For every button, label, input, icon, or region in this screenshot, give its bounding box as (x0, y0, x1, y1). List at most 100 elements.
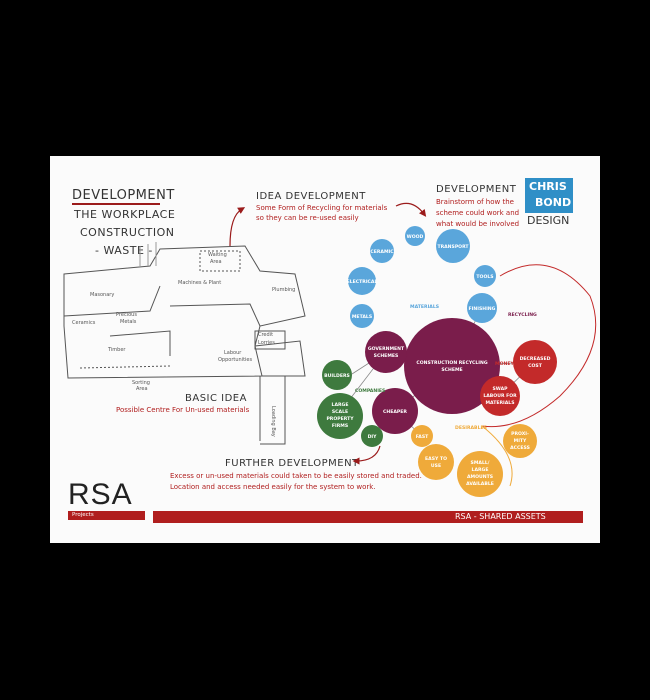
fp-sorting-area: Area (136, 386, 148, 392)
arrow-to-idea (229, 207, 246, 247)
label-swap-2: LABOUR FOR (483, 393, 517, 399)
label-small-1: SMALL/ (471, 460, 490, 466)
fast-bubble (411, 425, 433, 447)
label-government-1: GOVERNMENT (368, 346, 405, 352)
rsa-logo: RSA (68, 478, 133, 511)
label-small-4: AVAILABLE (466, 481, 494, 487)
label-diy: DIY (368, 434, 378, 440)
label-electrical: ELECTRICAL (347, 279, 378, 285)
fp-labour: Labour (224, 350, 242, 356)
label-swap-1: SWAP (492, 386, 508, 392)
proximity-bubble (503, 424, 537, 458)
label-wood: WOOD (407, 234, 424, 240)
label-small-2: LARGE (472, 467, 489, 473)
label-decreased-1: DECREASED (520, 356, 551, 362)
basic-idea-title: BASIC IDEA (185, 393, 247, 404)
decreased-cost-bubble (513, 340, 557, 384)
further-text-1: Excess or un-used materials could taken … (170, 472, 422, 480)
label-center-1: CONSTRUCTION RECYCLING (416, 360, 487, 366)
swap-bubble (480, 376, 520, 416)
development-text-2: scheme could work and (436, 209, 520, 217)
label-easy-2: USE (431, 463, 441, 469)
center-bubble (404, 318, 500, 414)
label-large-1: LARGE (332, 402, 349, 408)
label-center-2: SCHEME (441, 367, 462, 373)
title-construction: CONSTRUCTION (80, 226, 175, 239)
cat-companies: COMPANIES (355, 388, 385, 394)
fp-area: Area (210, 259, 222, 265)
label-large-3: PROPERTY (326, 416, 354, 422)
presentation-sheet: DEVELOPMENT THE WORKPLACE CONSTRUCTION -… (50, 156, 600, 543)
label-large-4: FIRMS (332, 423, 348, 429)
floor-plan-labels: Masonary Machines & Plant Plumbing Ceram… (72, 252, 295, 437)
development-text-3: what would be involved (436, 220, 520, 228)
further-text-2: Location and access needed easily for th… (170, 483, 376, 491)
cat-money: MONEY (495, 361, 514, 367)
bubble-labels: METALS ELECTRICAL CERAMIC WOOD TRANSPORT… (324, 234, 550, 487)
idea-text-2: so they can be re-used easily (256, 214, 359, 222)
diy-bubble (361, 425, 383, 447)
logo-line-1: CHRIS (529, 180, 567, 193)
label-tools: TOOLS (476, 274, 493, 280)
builders-bubble (322, 360, 352, 390)
fp-metals: Metals (120, 319, 137, 325)
cat-recycling: RECYCLING (508, 312, 537, 318)
chris-bond-logo: CHRIS BOND DESIGN (525, 178, 573, 228)
title-workplace: THE WORKPLACE (74, 208, 176, 221)
fp-sorting: Sorting (132, 380, 150, 386)
fp-machines: Machines & Plant (178, 280, 221, 286)
cheaper-bubble (372, 388, 418, 434)
development-text-1: Brainstorm of how the (436, 198, 514, 206)
fp-masonry: Masonary (90, 292, 114, 298)
floor-plan (63, 242, 306, 445)
label-government-2: SCHEMES (374, 353, 399, 359)
arrow-to-further (352, 445, 381, 465)
idea-title: IDEA DEVELOPMENT (256, 191, 366, 202)
label-transport: TRANSPORT (437, 244, 469, 250)
fp-timber: Timber (107, 347, 126, 353)
label-finishing: FINISHING (469, 306, 496, 312)
fp-credit: Credit (258, 332, 273, 338)
label-metals: METALS (352, 314, 372, 320)
logo-line-2: BOND (535, 196, 572, 209)
rsa-logo-sub: Projects (72, 512, 94, 518)
basic-idea-text: Possible Centre For Un-used materials (116, 406, 250, 414)
idea-text-1: Some Form of Recycling for materials (256, 204, 388, 212)
arrow-to-development (395, 202, 427, 217)
further-title: FURTHER DEVELOPMENT (225, 458, 359, 469)
label-proximity-1: PROXI- (511, 431, 529, 437)
blue-bubbles (348, 226, 497, 328)
fp-loading: Loading Bay (270, 406, 276, 437)
fp-plumbing: Plumbing (272, 287, 295, 293)
label-ceramic: CERAMIC (370, 249, 394, 255)
large-firms-bubble (317, 393, 363, 439)
fp-ceramics: Ceramics (72, 320, 96, 326)
logo-line-3: DESIGN (527, 214, 570, 227)
label-swap-3: MATERIALS (485, 400, 514, 406)
fp-lorries: Lorries (258, 340, 275, 346)
development-title: DEVELOPMENT (436, 184, 517, 195)
label-decreased-2: COST (528, 363, 543, 369)
title-waste: - WASTE - (95, 244, 153, 257)
label-proximity-3: ACCESS (510, 445, 530, 451)
label-large-2: SCALE (332, 409, 348, 415)
footer-bar (153, 511, 583, 523)
label-cheaper: CHEAPER (383, 409, 407, 415)
fp-opportunities: Opportunities (218, 357, 253, 363)
cat-materials: MATERIALS (410, 304, 439, 310)
diagram-canvas: Masonary Machines & Plant Plumbing Ceram… (63, 202, 597, 497)
fp-waiting: Waiting (208, 252, 227, 258)
label-builders: BUILDERS (324, 373, 350, 379)
government-bubble (365, 331, 407, 373)
label-fast: FAST (416, 434, 429, 440)
title-underline (72, 203, 160, 205)
easy-bubble (418, 444, 454, 480)
small-large-bubble (457, 451, 503, 497)
fp-precious: Precious (116, 312, 137, 318)
label-small-3: AMOUNTS (467, 474, 493, 480)
label-easy-1: EASY TO (425, 456, 447, 462)
rsa-logo-bar (68, 511, 145, 520)
footer-label: RSA - SHARED ASSETS (455, 512, 546, 521)
label-proximity-2: MITY (514, 438, 527, 444)
title-development: DEVELOPMENT (72, 188, 175, 203)
